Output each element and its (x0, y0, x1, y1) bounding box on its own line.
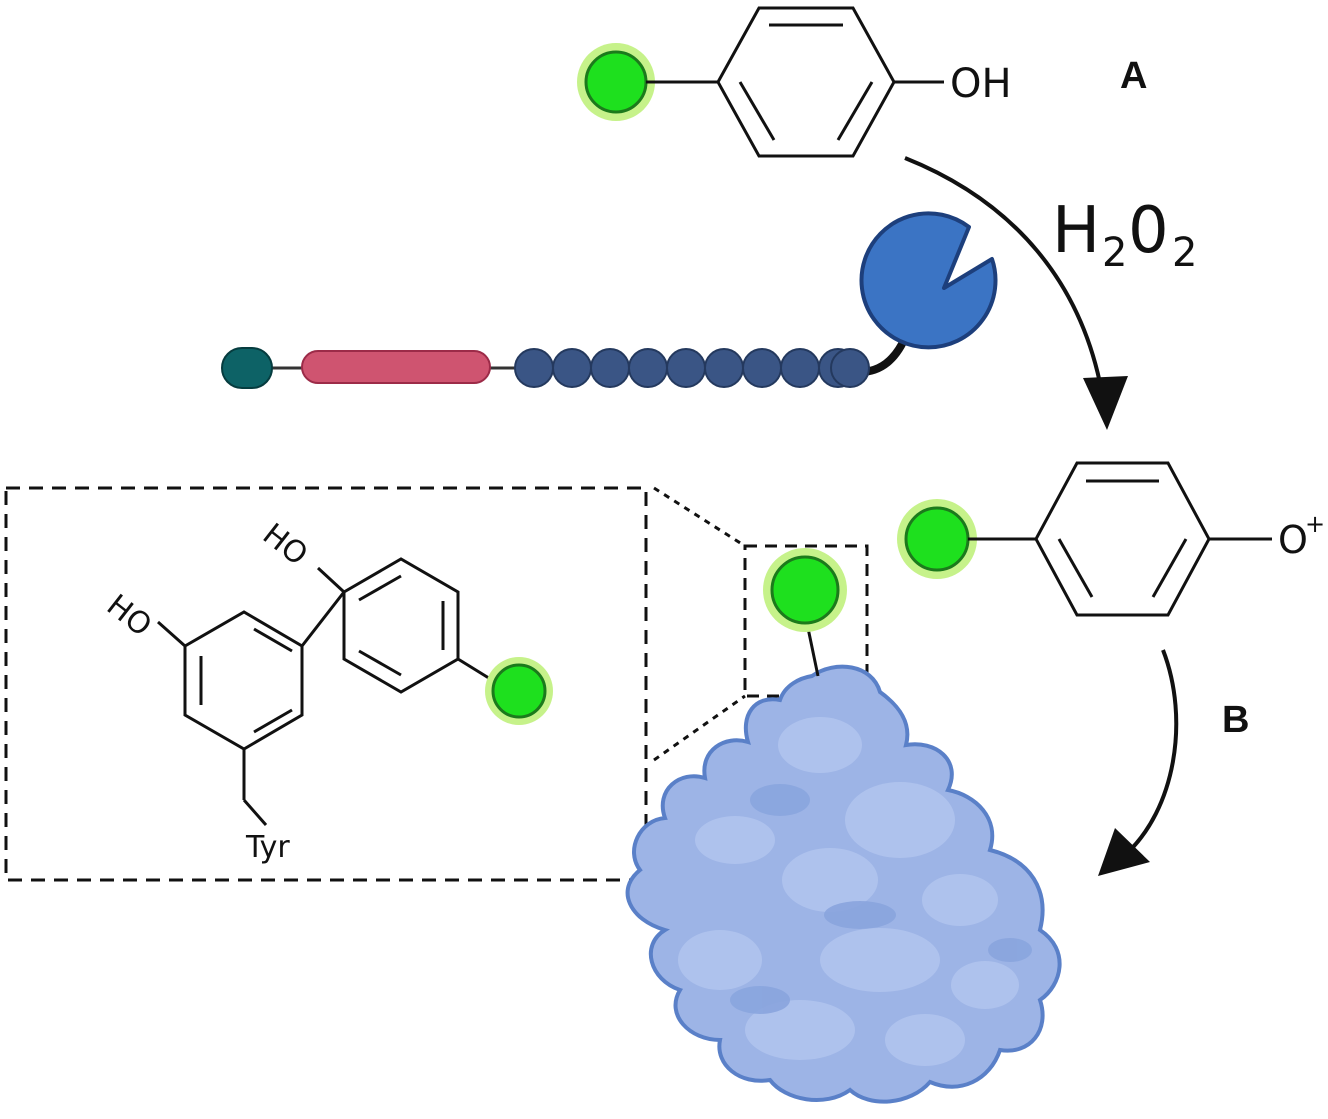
panel-label-b: B (1222, 699, 1249, 741)
svg-text:H: H (1052, 194, 1100, 268)
svg-text:0: 0 (1128, 194, 1169, 268)
zoom-source-box (743, 544, 869, 698)
tyramide-substrate: OH (577, 6, 1012, 158)
adduct-hydroxyl-label-2: HO (256, 517, 314, 573)
protein-label-bond (806, 627, 820, 677)
radical-charge-label: + (1305, 510, 1325, 538)
fluorophore-dot-core (584, 50, 648, 114)
radical-benzene-ring (1034, 461, 1211, 617)
benzene-ring (716, 6, 896, 158)
adduct-structure (157, 557, 493, 826)
zoom-inset-box (4, 486, 648, 882)
peptide-segment (301, 350, 491, 384)
svg-text:2: 2 (1172, 230, 1197, 276)
hrp-conjugate (221, 211, 998, 389)
teal-tag (221, 347, 273, 389)
protein-texture (678, 717, 1019, 1066)
protein-fluorophore-dot (770, 555, 840, 625)
svg-text:2: 2 (1102, 230, 1127, 276)
protein-shadows (730, 784, 1032, 1014)
radical-oxygen-label: O (1278, 518, 1308, 562)
tyrosine-label: Tyr (245, 830, 290, 865)
adduct-fluorophore-dot (491, 663, 547, 719)
adduct-hydroxyl-label-1: HO (100, 588, 158, 644)
hrp-enzyme-icon (859, 211, 998, 350)
tyramide-radical: O + (897, 461, 1325, 617)
hydrogen-peroxide-label: H 2 0 2 (1052, 194, 1197, 276)
linker-beads (514, 348, 870, 388)
reaction-arrow-a (904, 156, 1106, 406)
zoom-connector-top (653, 486, 746, 548)
target-protein (625, 664, 1062, 1104)
arrowhead-a (1083, 376, 1128, 430)
arrowhead-b (1098, 828, 1150, 876)
hydroxyl-label: OH (950, 61, 1012, 107)
panel-label-a: A (1120, 55, 1147, 97)
reaction-arrow-b (1123, 649, 1179, 857)
